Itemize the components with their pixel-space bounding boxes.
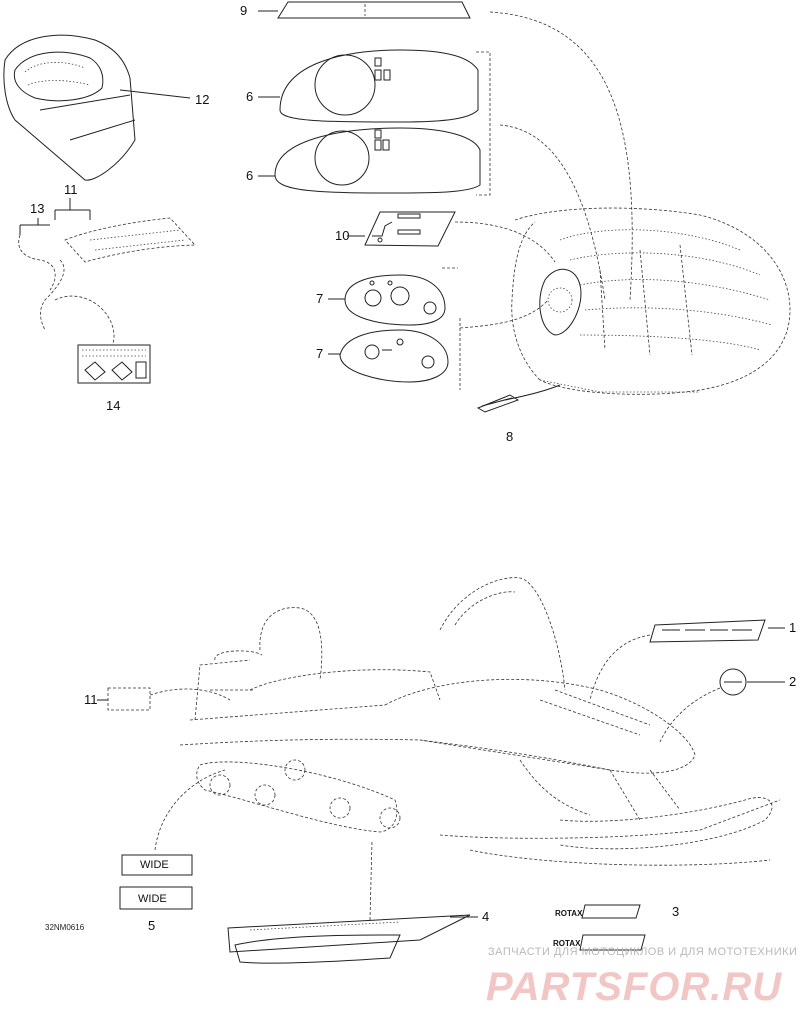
harness-12 [18,217,196,346]
callout-2: 2 [747,674,796,689]
snowmobile-side-view [179,577,781,866]
watermark-top-text: ЗАПЧАСТИ ДЛЯ МОТОЦИКЛОВ И ДЛЯ МОТОТЕХНИК… [488,946,797,958]
callout-6-lower: 6 [246,168,275,183]
decal-10 [277,1,471,19]
callout-label: 7 [316,346,323,361]
decal-6-upper [279,49,479,123]
callout-13: 12 [119,89,209,107]
decal-4-side [227,914,471,964]
decal-3-rotax-upper: ROTAX [555,904,641,919]
callout-10: 9 [240,3,278,18]
label-15 [77,344,151,384]
callout-label: 9 [240,3,247,18]
callout-label: 11 [84,692,98,707]
callout-9: 10 [335,228,365,243]
decal-5-wide-lower: WIDE [119,886,193,910]
callout-label: 12 [195,92,209,107]
callout-label: 10 [335,228,349,243]
callout-4: 4 [450,909,489,924]
console-13 [3,34,136,181]
decal-6-lower [274,127,481,194]
decal-1-ski-doo [649,619,766,643]
callout-label: 11 [64,182,78,197]
callout-5: 5 [148,918,155,933]
sled-front-view [511,207,791,395]
callout-label: 1 [789,620,796,635]
decal-11 [107,687,151,711]
callout-label: 2 [789,674,796,689]
callout-8: 8 [506,429,513,444]
callout-11: 11 [84,692,108,707]
watermark-brand: PARTSFOR.RU [486,965,782,1009]
callout-12: 11 [54,182,91,220]
callout-label: 4 [482,909,489,924]
callout-label: 13 [30,201,44,216]
decal-8 [476,394,520,413]
callout-label: 6 [246,168,253,183]
callout-15: 14 [106,398,120,413]
wide-text: WIDE [140,859,169,871]
callout-1: 1 [768,620,796,635]
rotax-text: ROTAX [555,909,583,918]
callout-7-lower: 7 [316,346,340,361]
wide-text: WIDE [138,893,167,905]
decal-2-round [719,668,747,696]
rotax-text: ROTAX [553,939,581,948]
decal-7-upper [344,274,446,326]
callout-label: 6 [246,89,253,104]
callout-6-upper: 6 [246,89,280,104]
callout-7-upper: 7 [316,291,345,306]
decal-9 [364,211,456,247]
callout-label: 7 [316,291,323,306]
callout-14: 13 [19,201,50,235]
callout-3: 3 [672,904,679,919]
watermark: ЗАПЧАСТИ ДЛЯ МОТОЦИКЛОВ И ДЛЯ МОТОТЕХНИК… [486,946,797,1009]
decal-3-rotax-lower: ROTAX [553,934,646,951]
drawing-code: 32NM0616 [45,923,85,932]
decal-5-wide-upper: WIDE [121,854,193,876]
decal-7-lower [339,329,449,383]
